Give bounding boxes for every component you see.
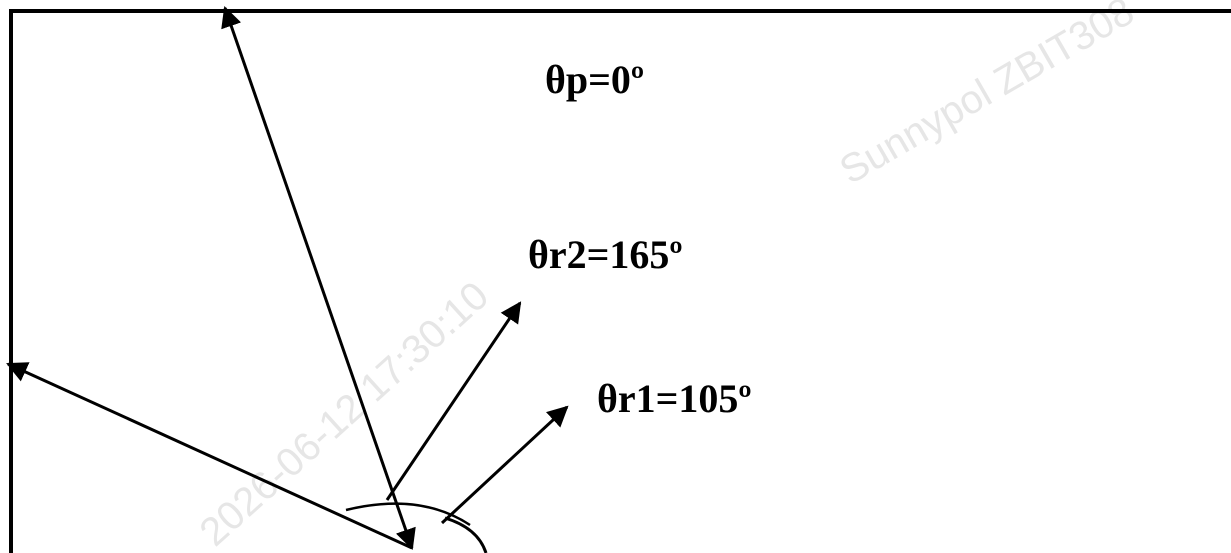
angle-arc-outer	[345, 502, 471, 527]
label-theta-r2: θr2=165º	[528, 232, 683, 277]
label-theta-r1: θr1=105º	[597, 376, 752, 421]
watermark-brand: Sunnypol ZBIT308	[833, 0, 1142, 193]
arrow-theta-r2	[385, 301, 522, 501]
angle-arc-inner	[444, 516, 488, 553]
label-theta-p: θp=0º	[545, 57, 644, 102]
arrow-theta-r1	[440, 405, 569, 525]
arrow-theta-p	[221, 6, 416, 550]
watermark-timestamp: 2026-06-12 17:30:10	[192, 273, 497, 553]
